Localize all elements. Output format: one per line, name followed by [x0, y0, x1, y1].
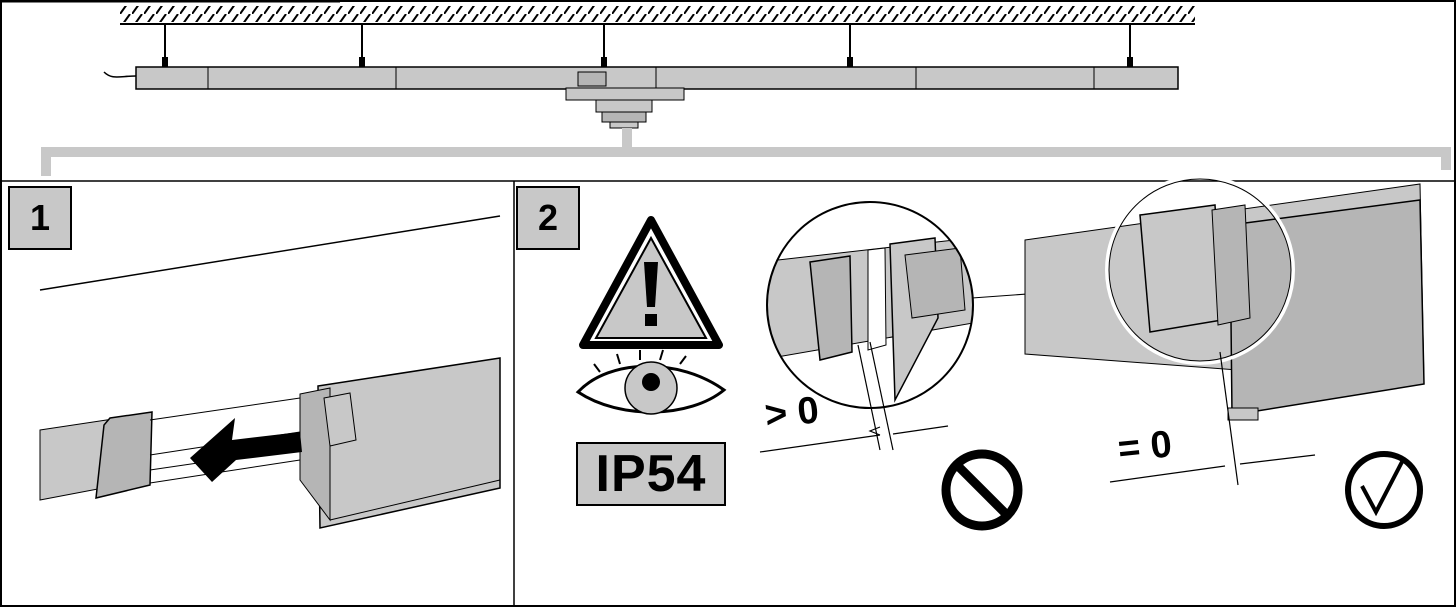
prohibited-icon [941, 449, 1023, 531]
gap-detail-wrong [766, 201, 1111, 409]
step-1-badge: 1 [8, 186, 72, 250]
gap-greater-than-zero-label: > 0 [762, 389, 821, 437]
eye-icon [575, 349, 727, 415]
gap-equal-zero-label: = 0 [1115, 423, 1174, 471]
ceiling [120, 6, 1195, 25]
luminaire-line [103, 66, 1179, 129]
step-1-number: 1 [29, 197, 51, 238]
bracket-connector [41, 128, 1451, 176]
dimension-wrong [759, 341, 949, 453]
gap-detail-correct [1024, 175, 1425, 421]
warning-triangle-icon [579, 216, 723, 349]
ip-rating-label: IP54 [595, 445, 707, 503]
checkmark-circle-icon [1345, 451, 1423, 529]
step-2-badge: 2 [516, 186, 580, 250]
step1-illustration [39, 215, 501, 529]
ip-rating-badge: IP54 [576, 442, 726, 506]
suspension-wires [162, 24, 1133, 67]
dimension-correct [1109, 351, 1316, 486]
step-2-number: 2 [537, 197, 559, 238]
